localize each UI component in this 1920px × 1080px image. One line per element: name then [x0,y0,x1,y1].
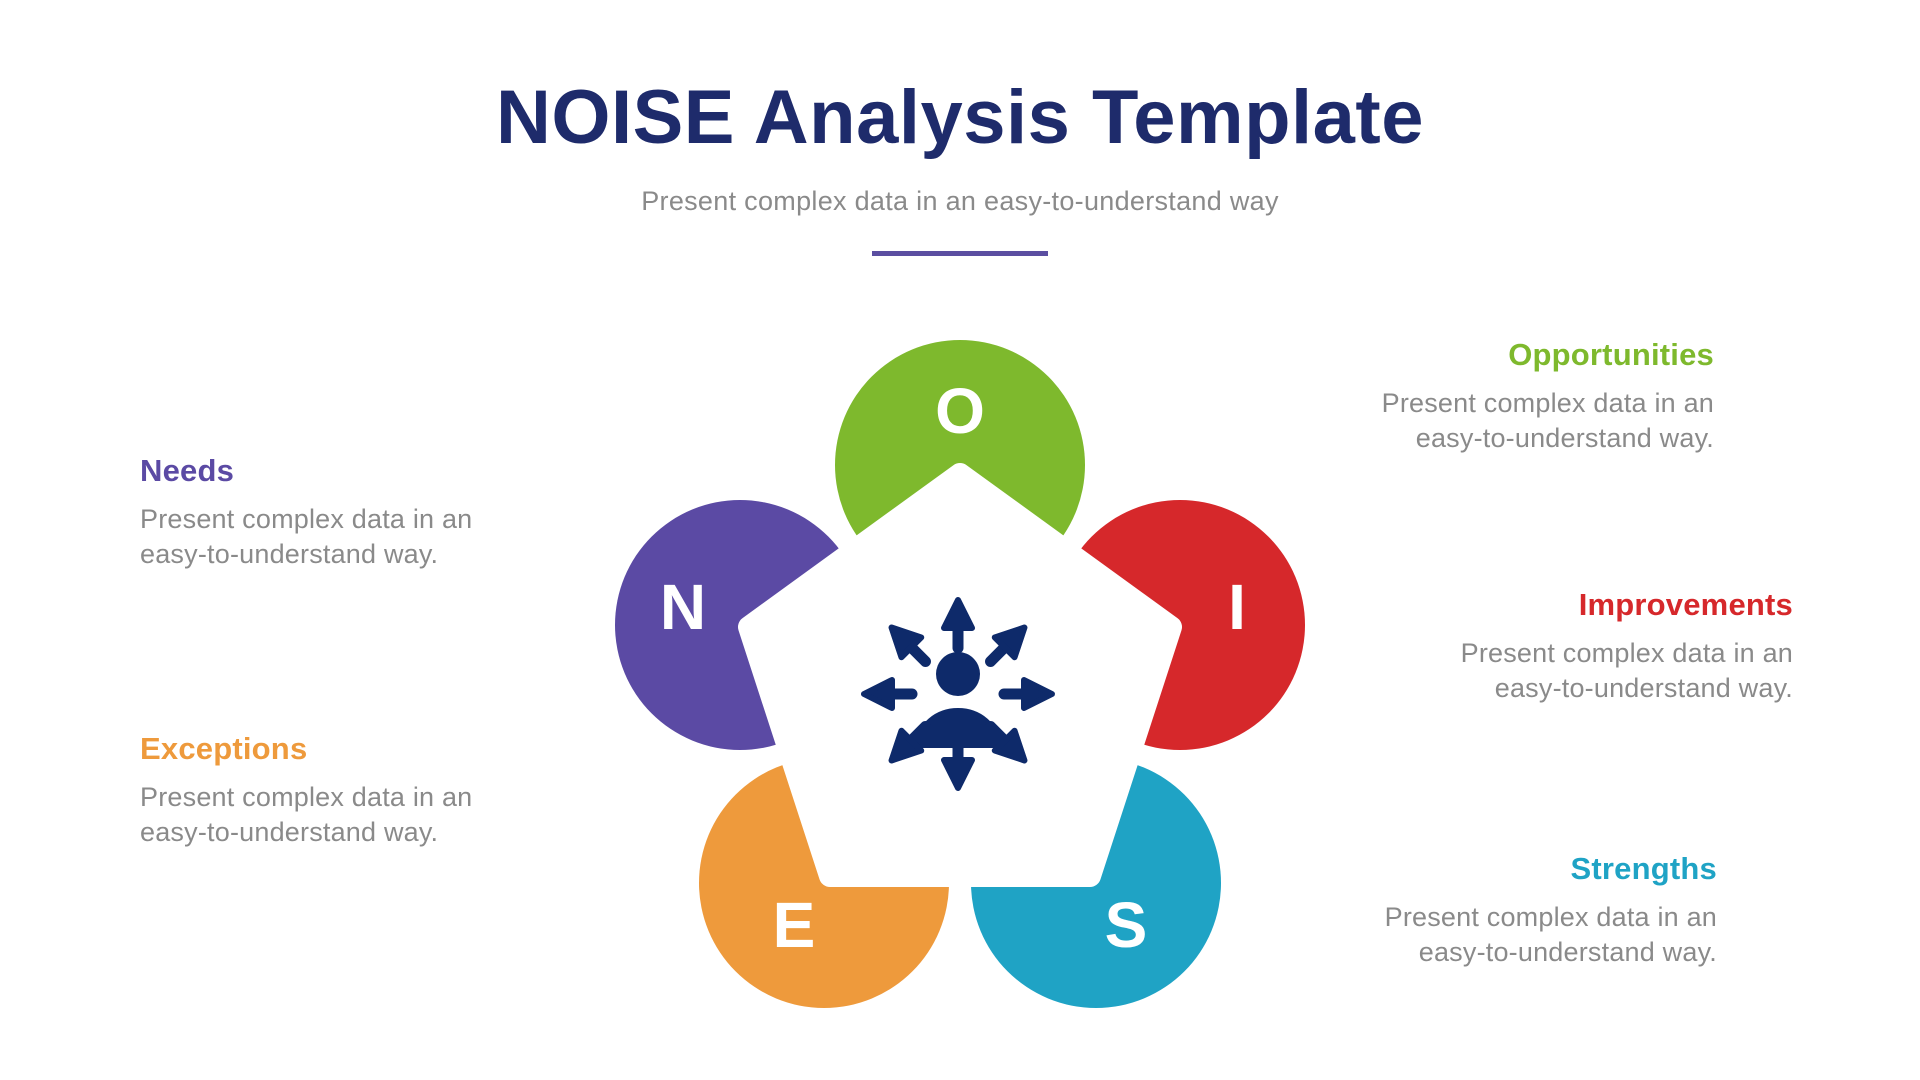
description-line: Present complex data in an [1384,902,1717,932]
title-divider [872,251,1048,256]
letter-e: E [773,889,816,961]
description-line: easy-to-understand way. [1494,673,1793,703]
arrow-up-left [888,624,931,667]
section-opportunities: Opportunities Present complex data in an… [1274,336,1714,456]
section-exceptions-description: Present complex data in an easy-to-unders… [140,780,580,850]
section-improvements-heading: Improvements [1578,587,1793,622]
section-improvements-description: Present complex data in an easy-to-unders… [1353,636,1793,706]
noise-pentagon-diagram: O N I E S [615,340,1305,1008]
description-line: easy-to-understand way. [1415,423,1714,453]
section-opportunities-description: Present complex data in an easy-to-unders… [1274,386,1714,456]
section-exceptions-heading: Exceptions [140,731,308,766]
person-outward-arrows-icon [861,597,1055,791]
section-exceptions: Exceptions Present complex data in an eas… [140,730,580,850]
letter-n: N [660,571,706,643]
arrow-left [861,677,918,711]
section-strengths: Strengths Present complex data in an easy… [1277,850,1717,970]
letter-o: O [935,375,985,447]
arrow-up [941,597,975,654]
description-line: Present complex data in an [1460,638,1793,668]
section-strengths-heading: Strengths [1570,851,1717,886]
description-line: Present complex data in an [140,782,473,812]
page-title: NOISE Analysis Template [495,75,1425,160]
arrow-down [941,734,975,791]
arrow-up-right [985,624,1028,667]
section-needs: Needs Present complex data in an easy-to-… [140,452,580,572]
letter-s: S [1105,889,1148,961]
section-improvements: Improvements Present complex data in an e… [1353,586,1793,706]
section-opportunities-heading: Opportunities [1508,337,1714,372]
arrow-down-right [985,721,1028,764]
description-line: easy-to-understand way. [1418,937,1717,967]
arrow-right [998,677,1055,711]
description-line: Present complex data in an [1381,388,1714,418]
section-strengths-description: Present complex data in an easy-to-unders… [1277,900,1717,970]
description-line: easy-to-understand way. [140,539,439,569]
description-line: easy-to-understand way. [140,817,439,847]
section-needs-heading: Needs [140,453,235,488]
section-needs-description: Present complex data in an easy-to-unders… [140,502,580,572]
description-line: Present complex data in an [140,504,473,534]
page-subtitle: Present complex data in an easy-to-under… [641,186,1279,216]
letter-i: I [1228,571,1246,643]
arrow-down-left [888,721,931,764]
